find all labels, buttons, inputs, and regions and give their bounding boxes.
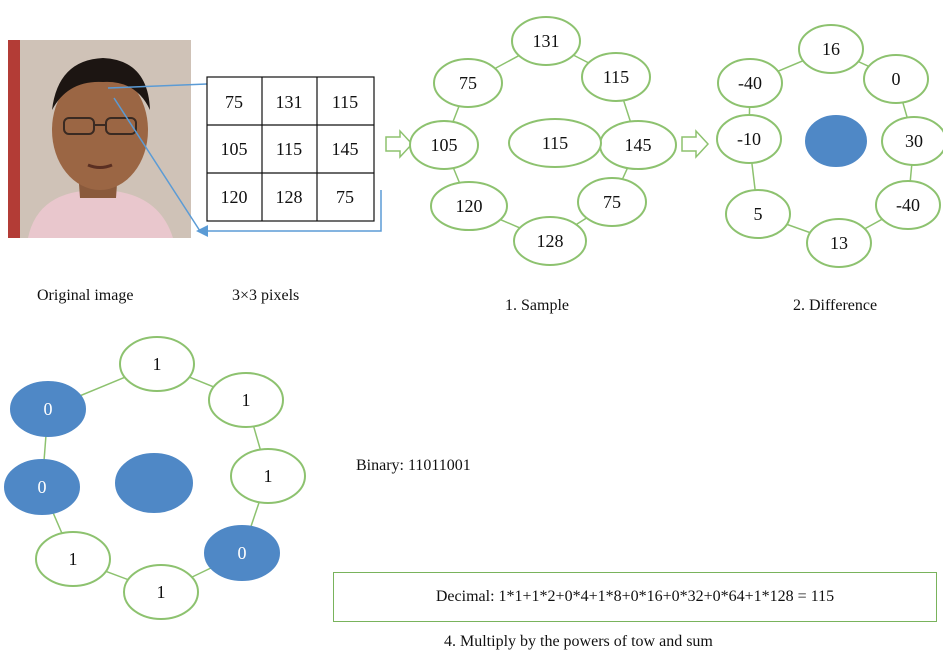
- sample-center-node: [508, 118, 602, 168]
- difference-node-label-4: 13: [830, 233, 848, 253]
- sample-node-label-6: 105: [431, 135, 458, 155]
- binary-node-0: [119, 336, 195, 392]
- caption-binary: Binary: 11011001: [356, 457, 471, 474]
- binary-node-3: [204, 525, 280, 581]
- difference-node-label-2: 30: [905, 131, 923, 151]
- original-face-photo: [8, 40, 191, 238]
- binary-node-1: [208, 372, 284, 428]
- return-arrow-head: [196, 225, 208, 237]
- grid-cell-2-1: 128: [276, 187, 303, 207]
- sample-node-5: [430, 181, 508, 231]
- caption-multiply: 4. Multiply by the powers of tow and sum: [444, 633, 713, 650]
- difference-node-7: [717, 58, 783, 108]
- pixel-grid: [206, 76, 375, 222]
- sample-center-label: 115: [542, 133, 568, 153]
- sample-node-0: [511, 16, 581, 66]
- sample-node-label-1: 115: [603, 67, 629, 87]
- return-arrow: [204, 190, 382, 232]
- sample-node-label-4: 128: [537, 231, 564, 251]
- grid-cell-1-1: 115: [276, 139, 302, 159]
- sample-node-label-5: 120: [456, 196, 483, 216]
- difference-node-label-1: 0: [892, 69, 901, 89]
- difference-node-5: [725, 189, 791, 239]
- grid-cell-2-2: 75: [336, 187, 354, 207]
- difference-node-label-3: -40: [896, 195, 920, 215]
- binary-node-7: [10, 381, 86, 437]
- difference-node-label-7: -40: [738, 73, 762, 93]
- binary-node-label-4: 1: [157, 582, 166, 602]
- binary-node-label-2: 1: [264, 466, 273, 486]
- grid-cell-1-2: 145: [332, 139, 359, 159]
- sample-node-4: [513, 216, 587, 266]
- sample-node-label-0: 131: [533, 31, 560, 51]
- caption-difference: 2. Difference: [793, 297, 878, 314]
- arrow-to-sample: [385, 129, 414, 159]
- arrow-to-difference: [681, 129, 710, 159]
- difference-node-1: [863, 54, 929, 104]
- difference-node-2: [881, 116, 943, 166]
- sample-node-6: [409, 120, 479, 170]
- binary-node-label-5: 1: [69, 549, 78, 569]
- grid-cell-0-2: 115: [332, 92, 358, 112]
- binary-node-4: [123, 564, 199, 620]
- difference-node-0: [798, 24, 864, 74]
- zoom-line-top: [107, 83, 208, 89]
- binary-node-2: [230, 448, 306, 504]
- grid-cell-0-0: 75: [225, 92, 243, 112]
- difference-node-label-0: 16: [822, 39, 840, 59]
- difference-node-4: [806, 218, 872, 268]
- binary-node-6: [4, 459, 80, 515]
- grid-cell-1-0: 105: [221, 139, 248, 159]
- difference-node-6: [716, 114, 782, 164]
- caption-original-image: Original image: [37, 287, 134, 304]
- sample-node-label-3: 75: [603, 192, 621, 212]
- decimal-box: Decimal: 1*1+1*2+0*4+1*8+0*16+0*32+0*64+…: [333, 572, 937, 622]
- binary-node-label-7: 0: [44, 399, 53, 419]
- difference-node-label-5: 5: [754, 204, 763, 224]
- sample-node-label-2: 145: [625, 135, 652, 155]
- binary-node-label-0: 1: [153, 354, 162, 374]
- difference-node-label-6: -10: [737, 129, 761, 149]
- binary-node-label-6: 0: [38, 477, 47, 497]
- binary-center-node: [115, 453, 193, 513]
- caption-3x3-pixels: 3×3 pixels: [232, 287, 300, 304]
- sample-node-7: [433, 58, 503, 108]
- difference-node-3: [875, 180, 941, 230]
- binary-node-label-1: 1: [242, 390, 251, 410]
- binary-node-5: [35, 531, 111, 587]
- caption-decimal: Decimal: 1*1+1*2+0*4+1*8+0*16+0*32+0*64+…: [435, 588, 835, 605]
- sample-node-3: [577, 177, 647, 227]
- grid-cell-2-0: 120: [221, 187, 248, 207]
- difference-center-node: [805, 115, 867, 167]
- sample-node-1: [581, 52, 651, 102]
- binary-node-label-3: 0: [238, 543, 247, 563]
- caption-sample: 1. Sample: [505, 297, 569, 314]
- sample-node-label-7: 75: [459, 73, 477, 93]
- zoom-line-bottom: [113, 97, 201, 232]
- grid-cell-0-1: 131: [276, 92, 303, 112]
